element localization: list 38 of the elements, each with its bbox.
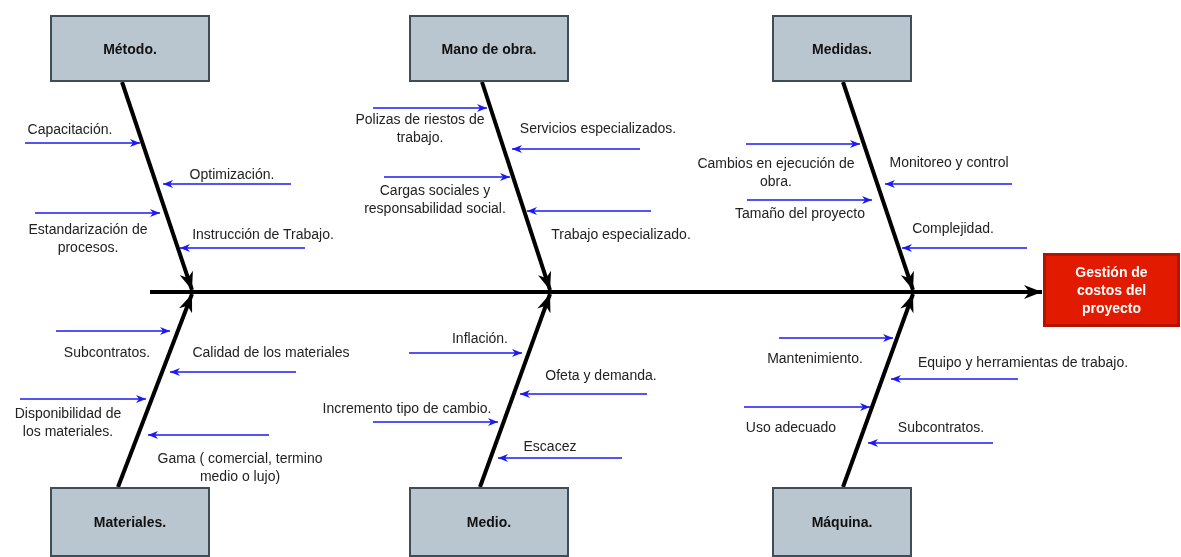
cause-label: Subcontratos. [62, 343, 152, 361]
cause-label: Instrucción de Trabajo. [191, 225, 335, 243]
cause-label: Mantenimiento. [766, 349, 864, 367]
spine-arrow [150, 285, 1042, 299]
category-box: Mano de obra. [409, 15, 569, 82]
cause-label: Tamaño del proyecto [734, 204, 866, 222]
cause-label: Capacitación. [26, 120, 114, 138]
effect-box: Gestión de costos del proyecto [1043, 253, 1180, 327]
category-box: Máquina. [772, 487, 912, 557]
cause-label: Polizas de riestos de trabajo. [354, 110, 486, 146]
cause-label: Monitoreo y control [888, 153, 1010, 171]
bone-arrow [841, 81, 915, 291]
cause-label: Inflación. [450, 329, 509, 347]
cause-label: Trabajo especializado. [550, 225, 692, 243]
cause-label: Optimización. [188, 165, 276, 183]
category-box: Medio. [409, 487, 569, 557]
bone-arrow [480, 81, 552, 291]
category-box: Método. [50, 15, 210, 82]
cause-label: Equipo y herramientas de trabajo. [916, 353, 1130, 371]
cause-label: Escacez [522, 437, 578, 455]
cause-label: Servicios especializados. [518, 119, 678, 137]
cause-label: Gama ( comercial, termino medio o lujo) [156, 449, 324, 485]
cause-label: Cambios en ejecución de obra. [696, 154, 856, 190]
cause-label: Ofeta y demanda. [544, 366, 658, 384]
cause-label: Incremento tipo de cambio. [321, 399, 493, 417]
bone-arrow [478, 293, 552, 488]
bone-arrow [120, 81, 194, 291]
cause-label: Cargas sociales y responsabilidad social. [363, 181, 507, 217]
bone-arrow [116, 293, 194, 488]
category-box: Materiales. [50, 487, 210, 557]
bone-arrow [841, 293, 915, 488]
cause-label: Subcontratos. [896, 418, 986, 436]
cause-label: Estandarización de procesos. [27, 220, 149, 256]
cause-label: Calidad de los materiales [191, 343, 351, 361]
cause-label: Uso adecuado [744, 418, 838, 436]
category-box: Medidas. [772, 15, 912, 82]
cause-label: Complejidad. [911, 219, 995, 237]
cause-label: Disponibilidad de los materiales. [13, 404, 123, 440]
